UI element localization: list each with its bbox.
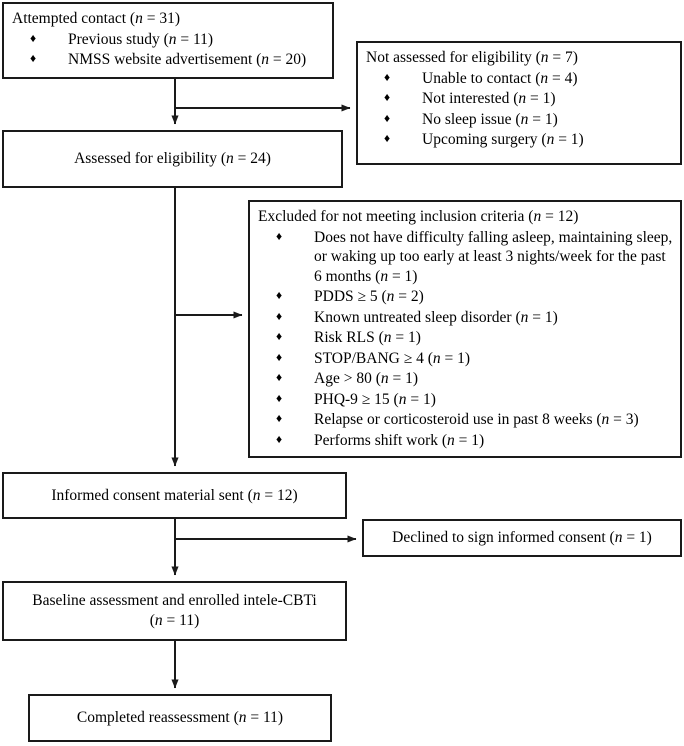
node-bullet-item: ♦ PDDS ≥ 5 (n = 2) [258,287,674,307]
node-bullet-label: Previous study (n = 11) [68,30,214,48]
node-bullet-label: Performs shift work (n = 1) [314,431,485,449]
node-bullet-item: ♦ Upcoming surgery (n = 1) [366,130,674,150]
diamond-bullet-icon: ♦ [276,329,283,344]
diamond-bullet-icon: ♦ [30,30,37,45]
node-declined-consent: Declined to sign informed consent (n = 1… [362,519,682,557]
node-assessed-eligibility: Assessed for eligibility (n = 24) [2,130,343,188]
node-completed-reassessment: Completed reassessment (n = 11) [28,694,332,742]
node-bullet-label: No sleep issue (n = 1) [422,110,558,128]
node-bullet-item: ♦ NMSS website advertisement (n = 20) [12,50,326,70]
node-bullet-label: STOP/BANG ≥ 4 (n = 1) [314,349,471,367]
node-bullet-item: ♦ Performs shift work (n = 1) [258,431,674,451]
node-bullet-label: Age > 80 (n = 1) [314,370,419,388]
diamond-bullet-icon: ♦ [276,390,283,405]
node-bullet-item: ♦ Relapse or corticosteroid use in past 8… [258,410,674,430]
diamond-bullet-icon: ♦ [384,69,391,84]
node-bullet-label: Not interested (n = 1) [422,90,556,108]
node-bullet-label: PHQ-9 ≥ 15 (n = 1) [314,390,436,408]
diamond-bullet-icon: ♦ [276,431,283,446]
node-bullet-item: ♦ Known untreated sleep disorder (n = 1) [258,308,674,328]
diamond-bullet-icon: ♦ [276,349,283,364]
node-bullet-list: ♦ Unable to contact (n = 4) ♦ Not intereste… [366,69,674,150]
node-bullet-label: Unable to contact (n = 4) [422,69,578,87]
node-title: Assessed for eligibility (n = 24) [74,150,271,168]
node-informed-consent-sent: Informed consent material sent (n = 12) [2,472,347,519]
node-bullet-item: ♦ No sleep issue (n = 1) [366,110,674,130]
node-title: Excluded for not meeting inclusion crite… [258,208,579,225]
node-not-assessed: Not assessed for eligibility (n = 7) ♦ Un… [356,41,682,165]
node-bullet-item: ♦ Risk RLS (n = 1) [258,328,674,348]
diamond-bullet-icon: ♦ [276,308,283,323]
node-bullet-item: ♦ Age > 80 (n = 1) [258,369,674,389]
node-bullet-item: ♦ Previous study (n = 11) [12,30,326,50]
diamond-bullet-icon: ♦ [384,110,391,125]
diamond-bullet-icon: ♦ [276,411,283,426]
node-excluded: Excluded for not meeting inclusion crite… [248,200,682,458]
node-bullet-item: ♦ Unable to contact (n = 4) [366,69,674,89]
node-title: Baseline assessment and enrolled intele-… [32,592,317,629]
diamond-bullet-icon: ♦ [384,131,391,146]
node-title: Attempted contact (n = 31) [12,10,180,27]
node-bullet-label: Known untreated sleep disorder (n = 1) [314,308,558,326]
node-bullet-item: ♦ STOP/BANG ≥ 4 (n = 1) [258,349,674,369]
node-bullet-label: Risk RLS (n = 1) [314,329,421,347]
node-bullet-label: Upcoming surgery (n = 1) [422,131,584,149]
diamond-bullet-icon: ♦ [30,51,37,66]
node-title: Not assessed for eligibility (n = 7) [366,49,578,66]
node-bullet-item: ♦ Does not have difficulty falling asleep… [258,228,674,287]
diamond-bullet-icon: ♦ [276,288,283,303]
node-attempted-contact: Attempted contact (n = 31) ♦ Previous stu… [2,2,334,79]
node-bullet-item: ♦ PHQ-9 ≥ 15 (n = 1) [258,390,674,410]
node-bullet-list: ♦ Previous study (n = 11) ♦ NMSS website ad… [12,30,326,70]
node-baseline-enrolled: Baseline assessment and enrolled intele-… [2,581,347,641]
node-title: Informed consent material sent (n = 12) [51,486,298,504]
node-bullet-label: Does not have difficulty falling asleep,… [314,228,673,285]
node-title: Completed reassessment (n = 11) [76,709,284,727]
node-bullet-label: PDDS ≥ 5 (n = 2) [314,288,424,306]
node-bullet-list: ♦ Does not have difficulty falling asleep… [258,228,674,451]
node-bullet-item: ♦ Not interested (n = 1) [366,89,674,109]
diamond-bullet-icon: ♦ [276,370,283,385]
diamond-bullet-icon: ♦ [276,228,283,243]
node-title: Declined to sign informed consent (n = 1… [392,529,652,547]
diamond-bullet-icon: ♦ [384,90,391,105]
node-bullet-label: NMSS website advertisement (n = 20) [68,51,307,69]
node-bullet-label: Relapse or corticosteroid use in past 8 … [314,411,639,429]
